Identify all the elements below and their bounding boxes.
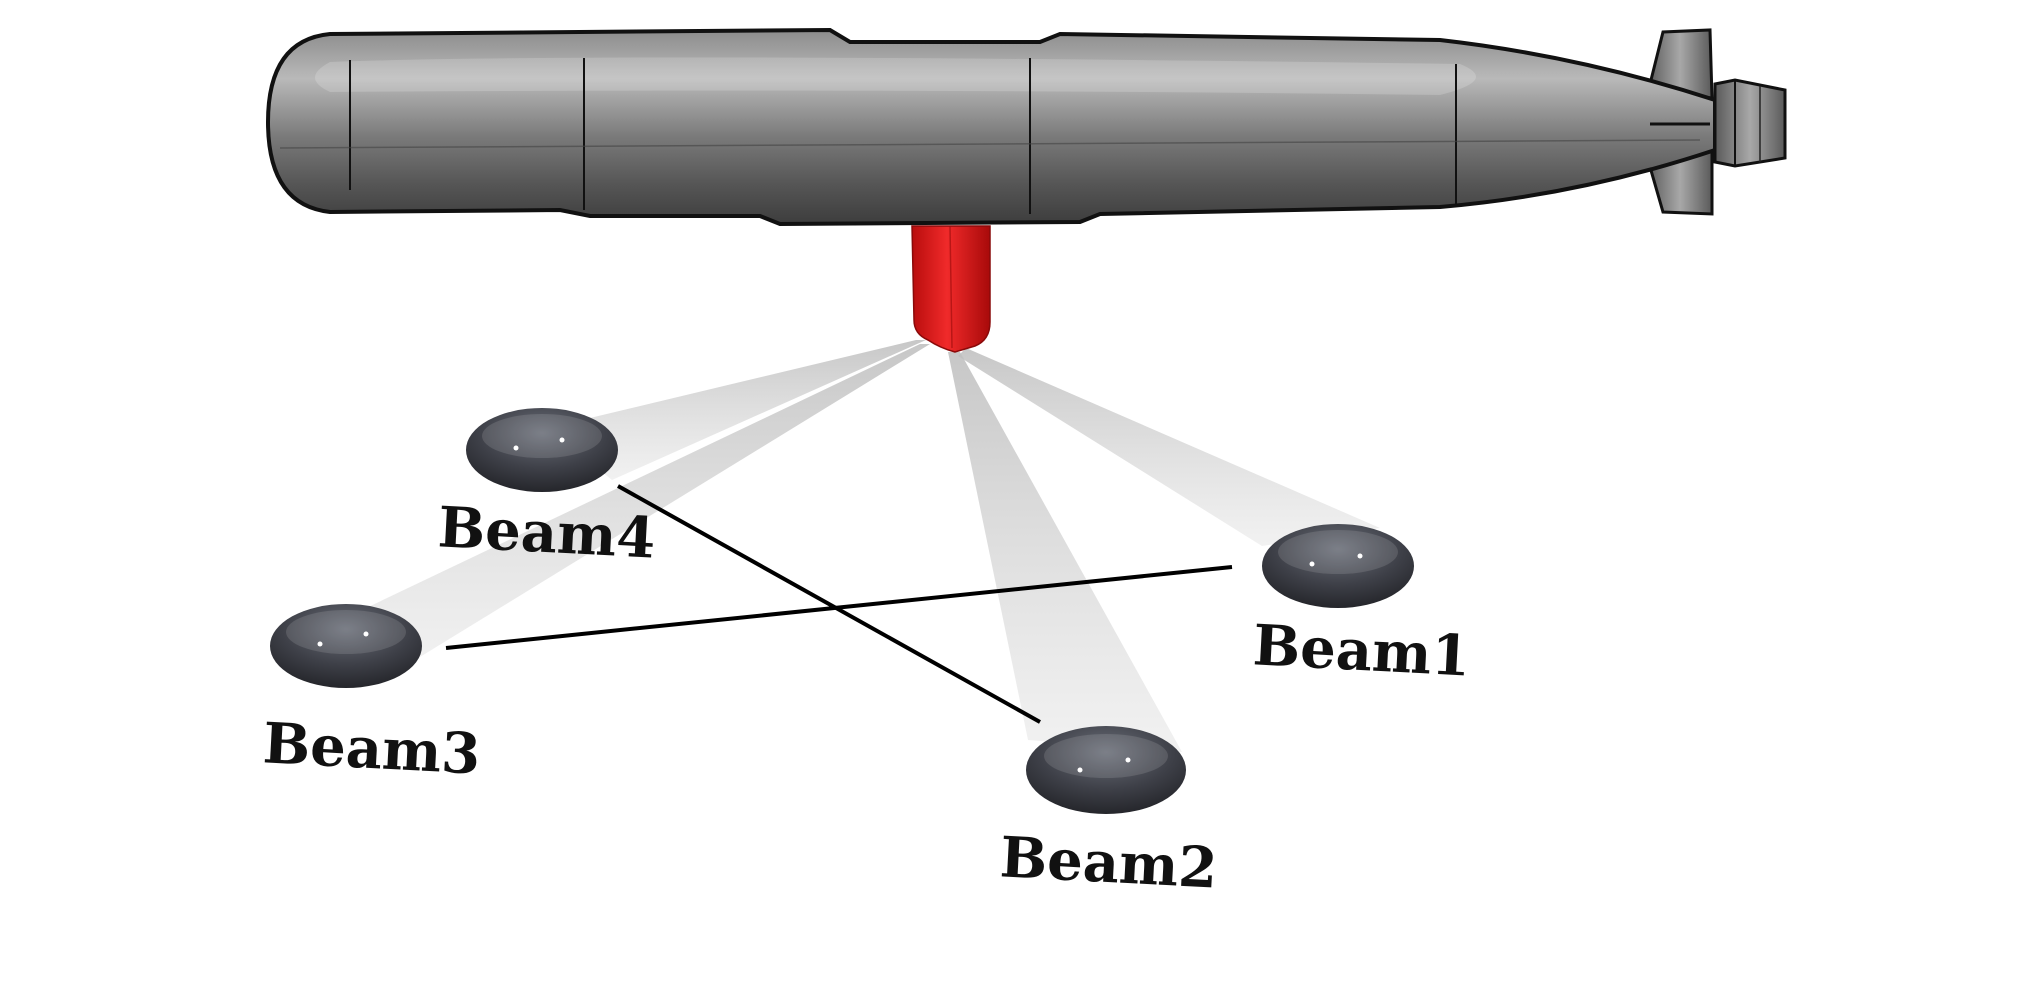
beam4-footprint <box>466 408 618 492</box>
beam3-footprint <box>270 604 422 688</box>
beam3-label: Beam3 <box>261 710 483 788</box>
beam3-cone <box>320 344 930 668</box>
beam1-label: Beam1 <box>1251 612 1473 690</box>
beam1-cone <box>958 348 1380 546</box>
dvl-transducer <box>911 225 991 353</box>
crossline-beam3-beam1 <box>445 565 1233 650</box>
hull-seam <box>279 139 1701 149</box>
hull-body <box>265 27 1717 227</box>
beam2-label: Beam2 <box>998 824 1220 902</box>
beam4-cone <box>548 340 926 480</box>
transducer-facet <box>949 225 953 349</box>
beam-footprints <box>270 408 1414 814</box>
beam2-cone <box>948 352 1182 752</box>
propeller-shroud <box>1713 78 1787 168</box>
beam2-footprint <box>1026 726 1186 814</box>
beam-cones <box>320 340 1380 752</box>
hull-highlight <box>315 57 1476 95</box>
auv-vehicle <box>265 27 1787 227</box>
crossline-beam4-beam2 <box>617 484 1041 724</box>
beam4-label: Beam4 <box>436 494 658 572</box>
beam1-footprint <box>1262 524 1414 608</box>
beam-cross-lines <box>445 484 1233 724</box>
